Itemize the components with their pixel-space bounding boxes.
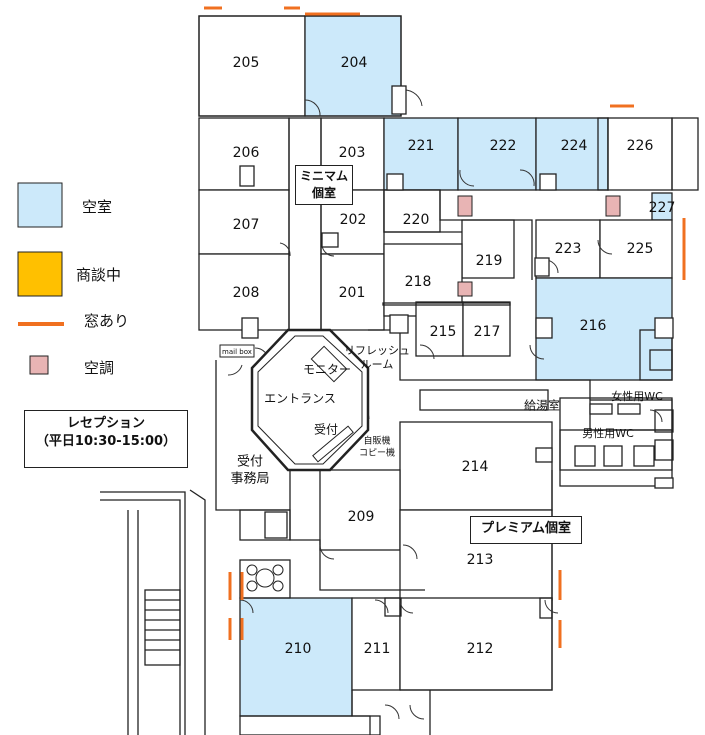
reception-counter	[312, 425, 354, 463]
aircon-units	[457, 195, 621, 297]
room-206[interactable]	[198, 117, 290, 191]
women-wc-label: 女性用WC	[611, 389, 663, 403]
room-label-204: 204	[341, 55, 368, 71]
legend-vacant-label: 空室	[82, 198, 113, 216]
entrance-label: エントランス	[264, 392, 336, 406]
room-label-213: 213	[467, 552, 494, 568]
room-label-221: 221	[408, 138, 435, 154]
room-label-225: 225	[627, 241, 654, 257]
room-label-217: 217	[474, 324, 501, 340]
room-label-207: 207	[233, 217, 260, 233]
room-214[interactable]	[399, 421, 553, 511]
room-label-210: 210	[285, 641, 312, 657]
office-label-1: 受付	[237, 455, 263, 470]
refresh-label-1: リフレッシュ	[344, 344, 410, 357]
room-label-214: 214	[462, 459, 489, 475]
monitor-panel	[310, 345, 348, 383]
room-label-220: 220	[403, 212, 430, 228]
room-label-205: 205	[233, 55, 260, 71]
room-216[interactable]	[535, 277, 673, 381]
room-label-219: 219	[476, 253, 503, 269]
room-211[interactable]	[351, 597, 401, 691]
room-label-201: 201	[339, 285, 366, 301]
room-label-209: 209	[348, 509, 375, 525]
room-215[interactable]	[415, 301, 464, 357]
room-label-223: 223	[555, 241, 582, 257]
room-204[interactable]	[304, 15, 402, 117]
uketsuke-label: 受付	[314, 423, 338, 437]
room-226[interactable]	[607, 117, 673, 191]
reception-title: レセプション	[66, 416, 145, 431]
reception-hours: （平日10:30-15:00）	[35, 434, 177, 449]
room-212[interactable]	[399, 597, 553, 691]
room-label-211: 211	[364, 641, 391, 657]
room-label-218: 218	[405, 274, 432, 290]
legend-window-swatch	[18, 322, 64, 326]
room-201[interactable]	[320, 253, 385, 331]
room-219[interactable]	[461, 219, 515, 279]
reception-box: レセプション （平日10:30-15:00）	[24, 410, 188, 468]
legend-meeting-label: 商談中	[76, 266, 122, 284]
room-205[interactable]	[198, 15, 306, 117]
meeting-table	[246, 564, 284, 592]
walls	[100, 15, 699, 735]
aircon-unit	[457, 195, 473, 217]
room-210[interactable]	[239, 597, 353, 717]
minimum-label-1: ミニマム	[299, 169, 348, 183]
room-label-202: 202	[340, 212, 367, 228]
windows	[204, 6, 686, 648]
office-label-2: 事務局	[230, 472, 269, 487]
room-208[interactable]	[198, 253, 290, 331]
monitor-label: モニター	[303, 363, 351, 377]
legend-aircon-swatch	[29, 355, 49, 375]
aircon-unit	[457, 281, 473, 297]
aircon-unit	[605, 195, 621, 217]
minimum-room-box: ミニマム 個室	[295, 165, 353, 205]
minimum-label-2: 個室	[311, 186, 336, 200]
room-label-224: 224	[561, 138, 588, 154]
men-wc-label: 男性用WC	[582, 426, 634, 440]
room-label-206: 206	[233, 145, 260, 161]
fixtures	[239, 85, 674, 489]
room-labels: 205 204 206 203 221 222 224 226 207 202 220 227 219 2…	[233, 55, 676, 657]
room-label-215: 215	[430, 324, 457, 340]
premium-room-box: プレミアム個室	[470, 516, 582, 544]
refresh-label-2: ルーム	[361, 358, 394, 371]
mailbox-label: mail box	[222, 348, 252, 356]
legend-vacant-swatch	[17, 182, 63, 228]
kyuto-label: 給湯室	[524, 398, 560, 413]
room-225[interactable]	[599, 219, 673, 279]
room-217[interactable]	[462, 301, 511, 357]
legend-meeting-swatch	[17, 251, 63, 297]
vending-label-1: 自販機	[363, 435, 390, 447]
legend-window-label: 窓あり	[84, 312, 130, 330]
mailbox	[219, 344, 255, 358]
area-labels: エントランス モニター リフレッシュ ルーム 受付 受付 事務局 給湯室 女性用…	[230, 344, 663, 487]
room-label-208: 208	[233, 285, 260, 301]
room-label-212: 212	[467, 641, 494, 657]
room-label-227: 227	[649, 200, 676, 216]
room-label-226: 226	[627, 138, 654, 154]
room-label-216: 216	[580, 318, 607, 334]
room-209[interactable]	[319, 469, 401, 551]
room-222[interactable]	[457, 117, 537, 191]
room-label-203: 203	[339, 145, 366, 161]
premium-label: プレミアム個室	[480, 521, 572, 536]
legend-aircon-label: 空調	[84, 359, 115, 377]
vending-label-2: コピー機	[359, 447, 395, 459]
room-label-222: 222	[490, 138, 517, 154]
